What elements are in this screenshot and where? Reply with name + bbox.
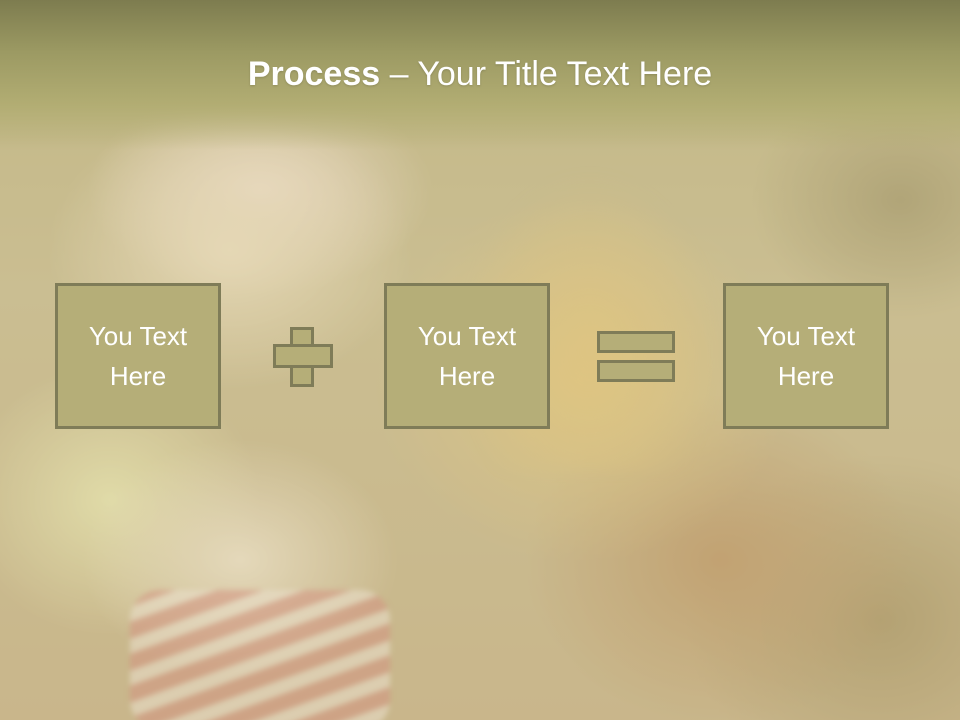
process-box-3: You Text Here (723, 283, 889, 429)
process-box-2: You Text Here (384, 283, 550, 429)
process-box-1-line-1: You Text (88, 321, 188, 351)
striped-sweater-image (130, 590, 390, 720)
process-box-1: You Text Here (55, 283, 221, 429)
plus-icon-center (293, 347, 311, 365)
process-box-2-line-2: Here (438, 361, 496, 391)
slide-title: Process – Your Title Text Here (0, 52, 960, 96)
process-box-2-line-1: You Text (417, 321, 517, 351)
slide-title-bold: Process (247, 55, 381, 93)
slide-title-rest: – Your Title Text Here (380, 55, 713, 93)
process-box-1-line-2: Here (109, 361, 167, 391)
equals-icon-top-bar (597, 331, 675, 353)
process-box-3-line-2: Here (777, 361, 835, 391)
equals-icon-bottom-bar (597, 360, 675, 382)
process-box-3-line-1: You Text (756, 321, 856, 351)
title-banner (0, 0, 960, 150)
